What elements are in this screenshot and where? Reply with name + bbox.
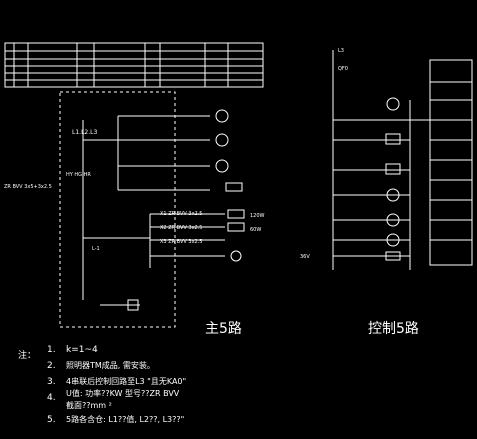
lamp-icon: [215, 133, 229, 147]
outgoing-label-1: X1 ZR BVV 3x2.5: [160, 211, 202, 217]
lamp-icon: [215, 109, 229, 123]
rating-3: 36V: [300, 254, 310, 260]
outgoing-label-2: X2 ZR BVV 3x2.5: [160, 225, 202, 231]
note-text-4: U值: 功率??KW 型号??ZR BVV: [66, 388, 180, 398]
bus-label: L1.L2.L3: [72, 129, 97, 136]
control-circuit-title: 控制5路: [368, 321, 419, 337]
note-num-1: 1.: [47, 345, 56, 355]
note-num-3: 3.: [47, 377, 56, 387]
note-text-1: k=1~4: [66, 345, 98, 355]
note-text-4b: 截面??mm ²: [66, 400, 112, 410]
note-num-4: 4.: [47, 393, 56, 403]
line-label: L-1: [92, 246, 100, 252]
note-num-2: 2.: [47, 361, 56, 371]
note-text-2: 照明器TM成品, 需安装。: [66, 360, 155, 370]
incoming-cable-label: ZR BVV 3x5+3x2.5: [4, 184, 52, 190]
note-num-5: 5.: [47, 415, 56, 425]
rating-2: 60W: [250, 227, 261, 233]
terminal-strip: [429, 59, 473, 266]
lamp-icon: [215, 159, 229, 173]
outgoing-label-3: X3 ZR BVV 3x2.5: [160, 239, 202, 245]
notes-label: 注：: [18, 349, 36, 361]
lamp-icon: [230, 250, 242, 262]
spec-table: [4, 42, 264, 88]
main-circuit-title: 主5路: [205, 321, 242, 337]
device-box: [225, 182, 243, 192]
control-label-l3: L3: [338, 48, 344, 54]
phase-labels: HY HG HR: [66, 172, 91, 178]
note-text-5: 5路各含仓: L1??值, L2??, L3??": [66, 414, 184, 424]
main-panel-box: [59, 91, 176, 328]
note-text-3: 4串联后控制回路至L3 "且无KA0": [66, 376, 186, 386]
control-label-qf0: QF0: [338, 66, 348, 72]
rating-1: 120W: [250, 213, 265, 219]
